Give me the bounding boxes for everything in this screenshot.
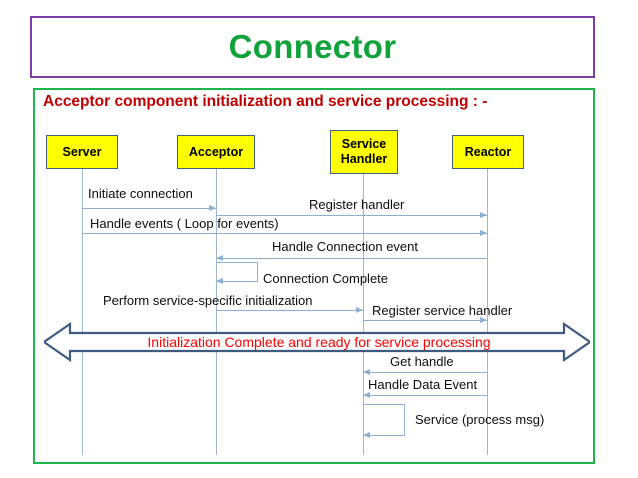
self-loop-acceptor xyxy=(216,262,258,282)
message-label: Handle Data Event xyxy=(368,377,478,392)
arrow-head-right xyxy=(480,230,487,236)
arrow-head-right xyxy=(480,212,487,218)
actor-box-reactor[interactable]: Reactor xyxy=(452,135,524,169)
message-line xyxy=(363,372,487,373)
message-label: Handle events ( Loop for events) xyxy=(90,216,279,231)
actor-label: Reactor xyxy=(464,144,512,159)
arrow-head-right xyxy=(209,205,216,211)
message-line xyxy=(363,395,487,396)
message-label: Initiate connection xyxy=(88,186,193,201)
page-title: Connector xyxy=(228,28,397,65)
message-line xyxy=(216,258,487,259)
message-line xyxy=(82,208,216,209)
arrow-head-right xyxy=(480,317,487,323)
lifeline-reactor xyxy=(487,169,488,455)
arrow-head-left xyxy=(216,277,223,284)
lifeline-acceptor xyxy=(216,169,217,455)
message-label: Perform service-specific initialization xyxy=(103,293,313,308)
actor-box-acceptor[interactable]: Acceptor xyxy=(177,135,255,169)
message-line xyxy=(363,320,487,321)
actor-box-server[interactable]: Server xyxy=(46,135,118,169)
title-box: Connector xyxy=(30,16,595,78)
arrow-head-left xyxy=(216,255,223,261)
message-label: Get handle xyxy=(390,354,454,369)
arrow-head-left xyxy=(363,369,370,375)
message-line xyxy=(216,215,487,216)
arrow-head-left xyxy=(363,392,370,398)
message-line xyxy=(82,233,487,234)
lifeline-server xyxy=(82,169,83,455)
subtitle: Acceptor component initialization and se… xyxy=(43,93,488,110)
lifeline-service-handler xyxy=(363,174,364,455)
message-label: Register service handler xyxy=(372,303,513,318)
message-label: Register handler xyxy=(309,197,405,212)
actor-label: Server xyxy=(62,144,102,159)
self-loop-service-handler xyxy=(363,404,405,436)
banner-double-arrow xyxy=(44,322,590,362)
arrow-head-right xyxy=(356,307,363,313)
message-line xyxy=(216,310,363,311)
message-label: Service (process msg) xyxy=(415,412,545,427)
actor-label: Acceptor xyxy=(188,144,244,159)
arrow-head-left xyxy=(363,431,370,438)
message-label: Handle Connection event xyxy=(272,239,418,254)
message-label: Connection Complete xyxy=(263,271,389,286)
